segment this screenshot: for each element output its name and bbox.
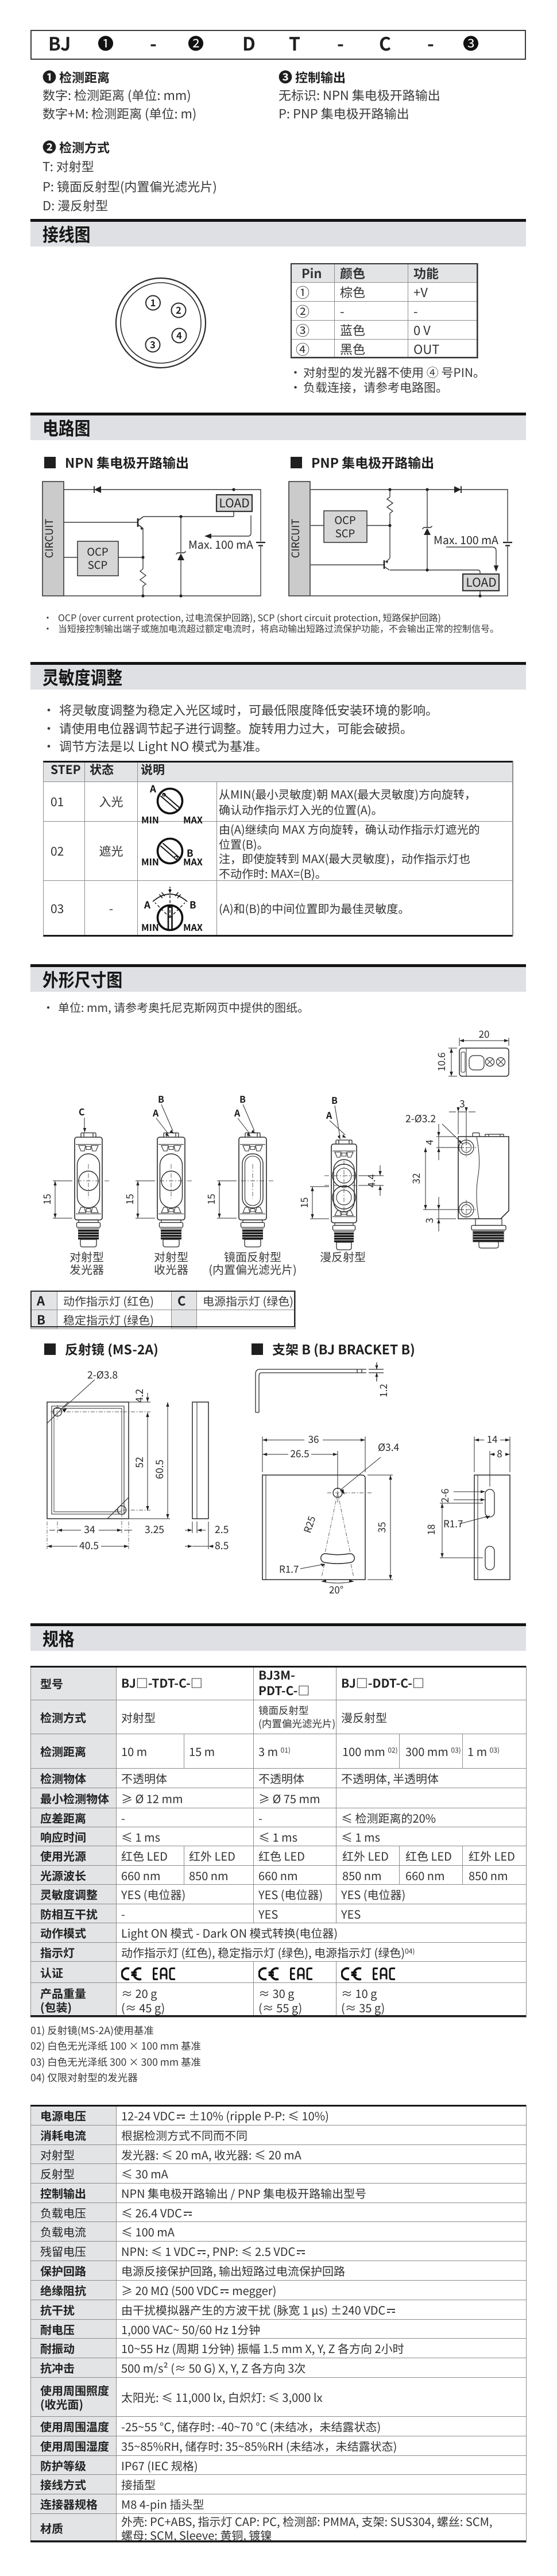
svg-text:Max. 100 mA: Max. 100 mA [188,536,253,552]
svg-text:2-Ø3.2: 2-Ø3.2 [405,1111,436,1126]
svg-text:Ø3.4: Ø3.4 [378,1440,400,1454]
svg-text:SCP: SCP [335,526,355,541]
svg-text:34: 34 [84,1522,95,1537]
svg-text:R1.7: R1.7 [279,1561,299,1576]
svg-text:MAX: MAX [183,813,203,826]
svg-text:4: 4 [176,328,182,342]
svg-text:15: 15 [296,1197,311,1208]
svg-text:20: 20 [479,1026,490,1041]
svg-text:60.5: 60.5 [152,1460,167,1479]
svg-text:MIN: MIN [141,813,159,826]
svg-text:35: 35 [374,1522,388,1533]
svg-text:8: 8 [497,1446,502,1460]
svg-text:R1.7: R1.7 [443,1516,463,1530]
svg-text:A: A [234,1106,241,1119]
svg-text:B: B [239,1092,246,1106]
svg-text:A: A [144,897,150,911]
svg-text:A: A [152,1106,159,1119]
svg-text:LOAD: LOAD [219,494,249,511]
svg-text:CIRCUIT: CIRCUIT [288,519,303,559]
svg-text:4.2: 4.2 [132,1389,146,1403]
svg-text:Max. 100 mA: Max. 100 mA [434,531,498,548]
svg-text:2-Ø3.8: 2-Ø3.8 [87,1368,118,1382]
svg-text:18: 18 [423,1524,438,1535]
svg-text:15: 15 [203,1194,218,1205]
svg-text:3: 3 [459,1096,465,1110]
svg-text:B: B [187,845,194,860]
svg-text:B: B [158,1092,164,1106]
svg-text:SCP: SCP [88,557,108,572]
svg-text:4: 4 [421,1139,436,1145]
svg-text:2.5: 2.5 [215,1522,229,1537]
svg-text:15: 15 [122,1194,136,1205]
svg-text:20°: 20° [329,1582,343,1596]
svg-text:1.2: 1.2 [376,1384,390,1397]
svg-text:3: 3 [150,337,156,351]
svg-text:3.25: 3.25 [145,1522,164,1537]
svg-text:C: C [79,1104,85,1118]
svg-text:4.4: 4.4 [363,1174,378,1188]
svg-text:A: A [326,1108,332,1122]
svg-text:OCP: OCP [87,544,108,559]
svg-text:MAX: MAX [183,920,203,934]
svg-text:52: 52 [132,1457,146,1468]
svg-text:MIN: MIN [141,854,159,868]
svg-text:MAX: MAX [183,854,203,868]
svg-text:MIN: MIN [141,920,159,934]
svg-text:40.5: 40.5 [79,1538,99,1553]
svg-text:OCP: OCP [334,513,355,527]
svg-text:LOAD: LOAD [466,573,496,591]
svg-text:2: 2 [176,303,181,317]
svg-text:3: 3 [421,1218,436,1223]
svg-text:1: 1 [150,295,156,309]
svg-text:B: B [331,1093,338,1107]
svg-text:32: 32 [408,1173,423,1184]
svg-text:2-6: 2-6 [437,1489,451,1503]
svg-text:15: 15 [39,1194,53,1205]
svg-text:A: A [149,781,156,795]
svg-text:8.5: 8.5 [215,1538,229,1553]
svg-text:B: B [189,897,196,911]
svg-text:14: 14 [487,1431,498,1446]
svg-text:26.5: 26.5 [290,1446,309,1460]
svg-text:CIRCUIT: CIRCUIT [41,519,56,559]
svg-text:36: 36 [308,1431,319,1446]
svg-text:10.6: 10.6 [434,1052,448,1071]
svg-text:R25: R25 [299,1514,318,1535]
